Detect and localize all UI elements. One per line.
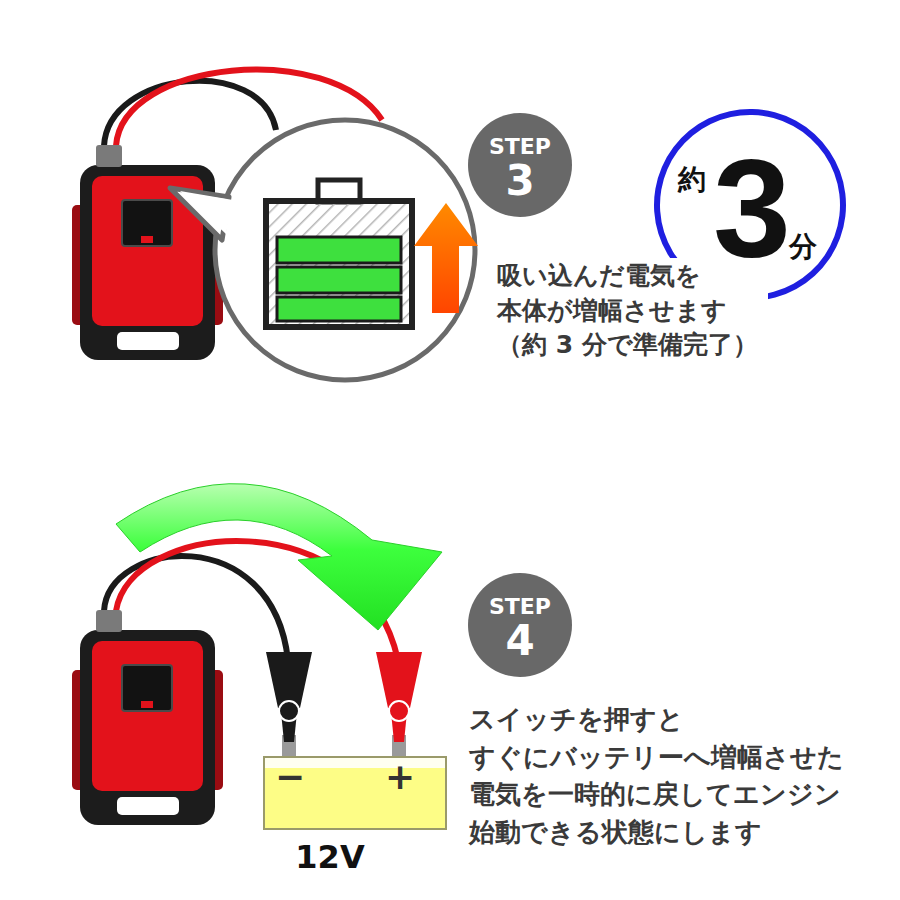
charge-bar bbox=[277, 267, 401, 293]
car-battery: − +12V bbox=[262, 755, 448, 875]
node-text: + bbox=[385, 759, 415, 795]
node-text: 約 bbox=[678, 166, 706, 194]
step-word: STEP bbox=[489, 136, 551, 158]
jump-starter bbox=[72, 145, 223, 360]
step-badge: STEP3 bbox=[468, 113, 572, 217]
description-text: スイッチを押すと すぐにバッテリーへ増幅させた 電気を一時的に戻してエンジン 始… bbox=[466, 700, 846, 853]
curved-arrow bbox=[116, 484, 442, 630]
black-clamp bbox=[266, 652, 312, 708]
step-number: 4 bbox=[505, 620, 534, 662]
charge-bar bbox=[277, 297, 401, 321]
node-text: 分 bbox=[789, 233, 817, 261]
clamp-pivot bbox=[279, 701, 299, 721]
jump-starter bbox=[72, 610, 223, 825]
step-badge: STEP4 bbox=[468, 573, 572, 677]
up-arrow bbox=[414, 203, 478, 313]
battery-case bbox=[264, 757, 446, 829]
step-number: 3 bbox=[505, 160, 534, 202]
node-text: 3 bbox=[713, 138, 791, 278]
node-text: − bbox=[275, 759, 305, 795]
node-text: 12V bbox=[295, 841, 364, 873]
clamp-pivot bbox=[389, 701, 409, 721]
battery-icon-body bbox=[266, 201, 412, 327]
charge-bar bbox=[277, 237, 401, 263]
bubble-tail-fill bbox=[180, 191, 233, 234]
red-clamp bbox=[376, 652, 422, 708]
description-text: 吸い込んだ電気を 本体が増幅させます （約 3 分で準備完了） bbox=[494, 258, 768, 364]
step-word: STEP bbox=[489, 596, 551, 618]
